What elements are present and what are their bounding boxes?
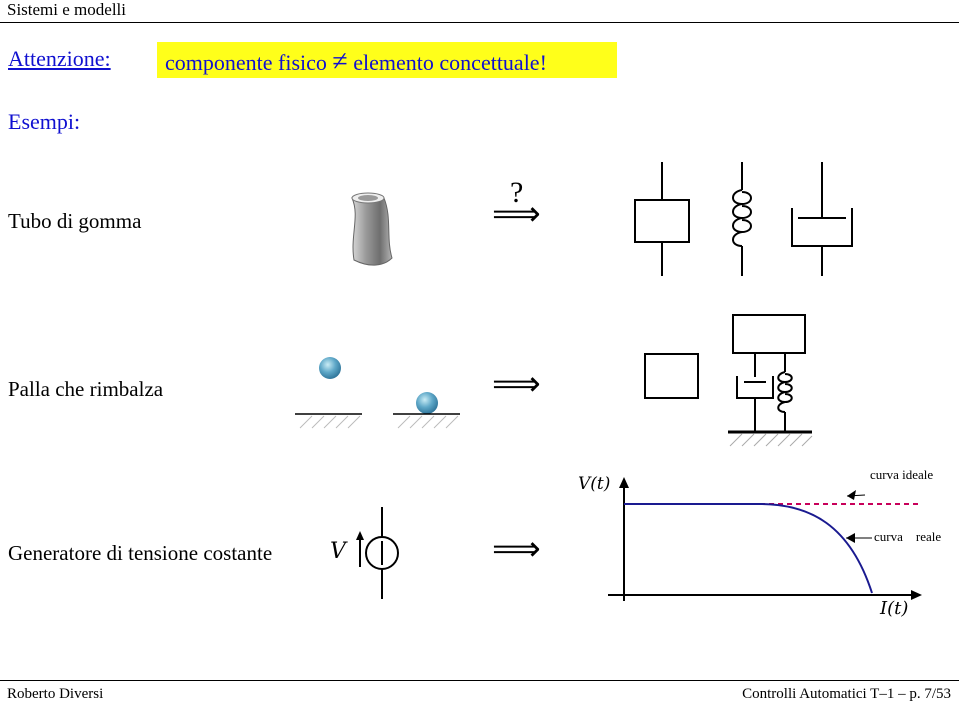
question-mark: ? [510, 176, 524, 209]
plot-y-axis-arrowhead [619, 477, 629, 488]
footer-author: Roberto Diversi [7, 686, 104, 702]
plot-x-axis-arrowhead [911, 590, 922, 600]
statement-part1: componente fisico [165, 50, 327, 75]
implies-arrow-2: ⟹ [492, 366, 541, 403]
statement-part2: elemento concettuale! [353, 50, 547, 75]
bouncing-ball-image [295, 357, 460, 429]
footer-course-page: Controlli Automatici T–1 – p. 7/53 [742, 686, 951, 702]
example-label-bouncing-ball: Palla che rimbalza [8, 377, 164, 401]
voltage-source-diagram [356, 507, 399, 599]
statement-text: componente fisico ≠ elemento concettuale… [165, 46, 547, 78]
voltage-source-symbol-label: V [330, 539, 346, 564]
real-curve-line [624, 503, 873, 594]
ideal-curve-label: curva ideale [870, 467, 934, 482]
example-label-voltage-source: Generatore di tensione costante [8, 541, 273, 565]
voltage-current-plot [608, 477, 922, 601]
not-equal-symbol: ≠ [332, 46, 348, 77]
statement-highlight-box [157, 42, 617, 78]
slide-section-title: Sistemi e modelli [7, 0, 126, 19]
real-curve-label: curva reale [874, 529, 942, 544]
implies-arrow-3: ⟹ [492, 531, 541, 568]
example-label-rubber-tube: Tubo di gomma [8, 209, 142, 233]
footer-divider [0, 680, 959, 681]
tube-model-diagram [634, 162, 853, 276]
attention-label: Attenzione: [8, 46, 111, 71]
rubber-tube-image [351, 192, 393, 266]
ball-model-diagram [644, 314, 813, 447]
plot-y-axis-label: V(t) [578, 474, 611, 494]
plot-x-axis-label: I(t) [880, 598, 909, 619]
implies-arrow-1: ⟹ [492, 196, 541, 233]
examples-label: Esempi: [8, 109, 81, 134]
header-divider [0, 22, 959, 23]
